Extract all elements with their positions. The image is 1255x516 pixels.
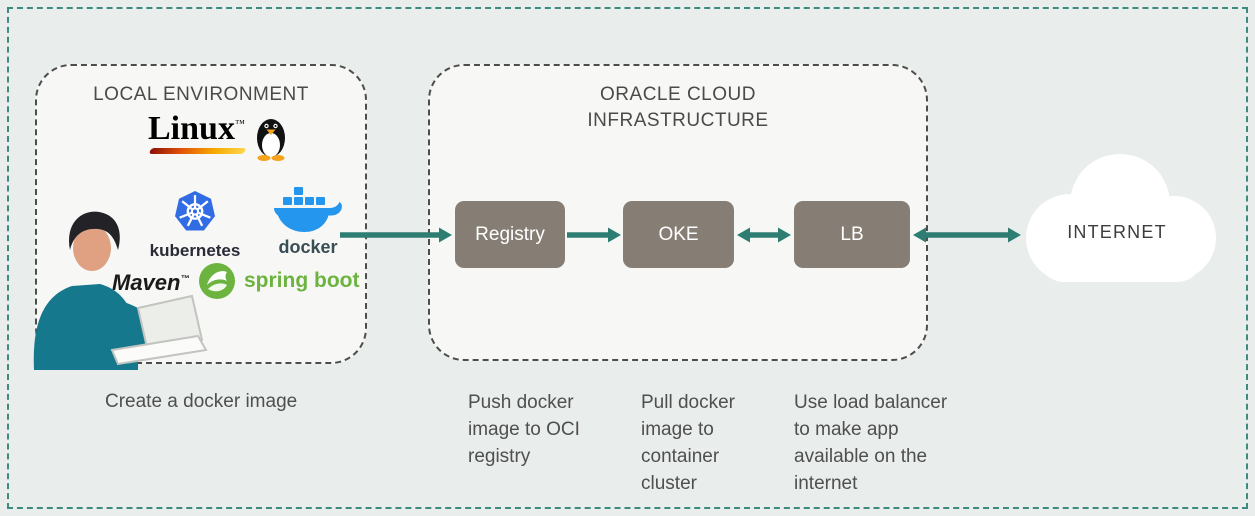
linux-wordmark-text: Linux — [148, 110, 235, 147]
oke-node: OKE — [623, 201, 734, 268]
arrow-lb-internet-bidirectional — [913, 227, 1021, 243]
lb-caption: Use load balancer to make app available … — [794, 392, 948, 494]
linux-logo: Linux™ — [148, 112, 291, 162]
lb-node: LB — [794, 201, 910, 268]
internet-cloud — [1026, 154, 1216, 282]
local-caption: Create a docker image — [105, 391, 298, 412]
docker-whale-icon — [274, 187, 342, 232]
linux-trademark: ™ — [234, 118, 245, 130]
linux-wordmark: Linux™ — [148, 110, 247, 154]
registry-node: Registry — [455, 201, 565, 268]
oke-caption: Pull docker image to container cluster — [641, 392, 735, 494]
spring-boot-logo: spring boot — [198, 262, 359, 300]
oci-title: ORACLE CLOUD INFRASTRUCTURE — [587, 84, 769, 131]
docker-label: docker — [278, 237, 338, 257]
registry-caption: Push docker image to OCI registry — [468, 392, 580, 467]
maven-logo: Maven™ — [112, 270, 189, 296]
docker-logo: docker — [268, 186, 348, 258]
kubernetes-label: kubernetes — [149, 241, 241, 260]
local-environment-title: LOCAL ENVIRONMENT — [93, 84, 309, 105]
kubernetes-logo: kubernetes — [140, 190, 250, 261]
oke-node-label: OKE — [658, 223, 699, 245]
kubernetes-helm-icon — [175, 191, 215, 231]
developer-illustration — [33, 211, 208, 370]
linux-underline — [148, 148, 247, 154]
internet-label: INTERNET — [1067, 222, 1167, 242]
lb-node-label: LB — [840, 223, 864, 245]
maven-wordmark: Maven — [112, 270, 181, 295]
tux-penguin-icon — [256, 119, 285, 161]
spring-boot-icon — [199, 263, 235, 299]
spring-boot-label: spring boot — [244, 269, 360, 292]
maven-trademark: ™ — [180, 273, 190, 284]
registry-node-label: Registry — [475, 223, 545, 245]
